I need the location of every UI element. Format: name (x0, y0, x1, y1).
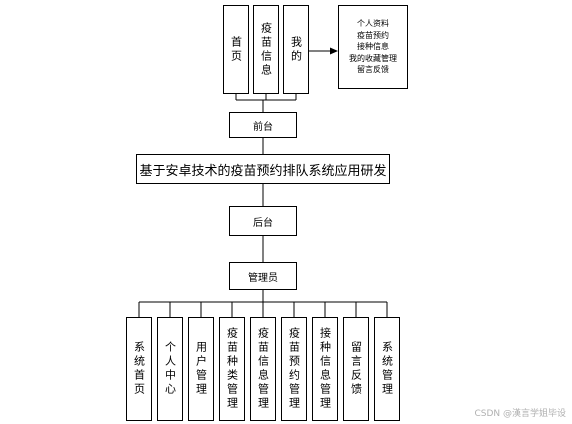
watermark: CSDN @漢言学姐毕设 (474, 409, 566, 419)
admin-node-vaccine-booking-management: 疫苗预约管理 (281, 317, 307, 421)
admin-node-vaccine-info-management: 疫苗信息管理 (250, 317, 276, 421)
mine-detail-item: 疫苗预约 (357, 30, 389, 40)
front-end-node: 前台 (229, 112, 297, 138)
mine-detail-item: 接种信息 (357, 42, 389, 52)
mine-detail-item: 个人资料 (357, 19, 389, 29)
admin-node-system-home: 系统首页 (126, 317, 152, 421)
admin-node-vaccination-info-management: 接种信息管理 (312, 317, 338, 421)
front-node-vaccine-info: 疫苗信息 (253, 5, 279, 94)
admin-node-feedback: 留言反馈 (343, 317, 369, 421)
mine-detail-list: 个人资料 疫苗预约 接种信息 我的收藏管理 留言反馈 (338, 5, 408, 89)
mine-detail-item: 我的收藏管理 (349, 53, 397, 63)
front-node-mine: 我的 (283, 5, 309, 94)
admin-node-vaccine-type-management: 疫苗种类管理 (219, 317, 245, 421)
front-node-home: 首页 (223, 5, 249, 94)
back-end-node: 后台 (229, 206, 297, 236)
admin-node: 管理员 (229, 262, 297, 290)
mine-detail-item: 留言反馈 (357, 65, 389, 75)
admin-node-personal-center: 个人中心 (157, 317, 183, 421)
admin-node-user-management: 用户管理 (188, 317, 214, 421)
admin-node-system-management: 系统管理 (374, 317, 400, 421)
arrow-head (330, 47, 338, 55)
system-title-node: 基于安卓技术的疫苗预约排队系统应用研发 (136, 154, 390, 184)
